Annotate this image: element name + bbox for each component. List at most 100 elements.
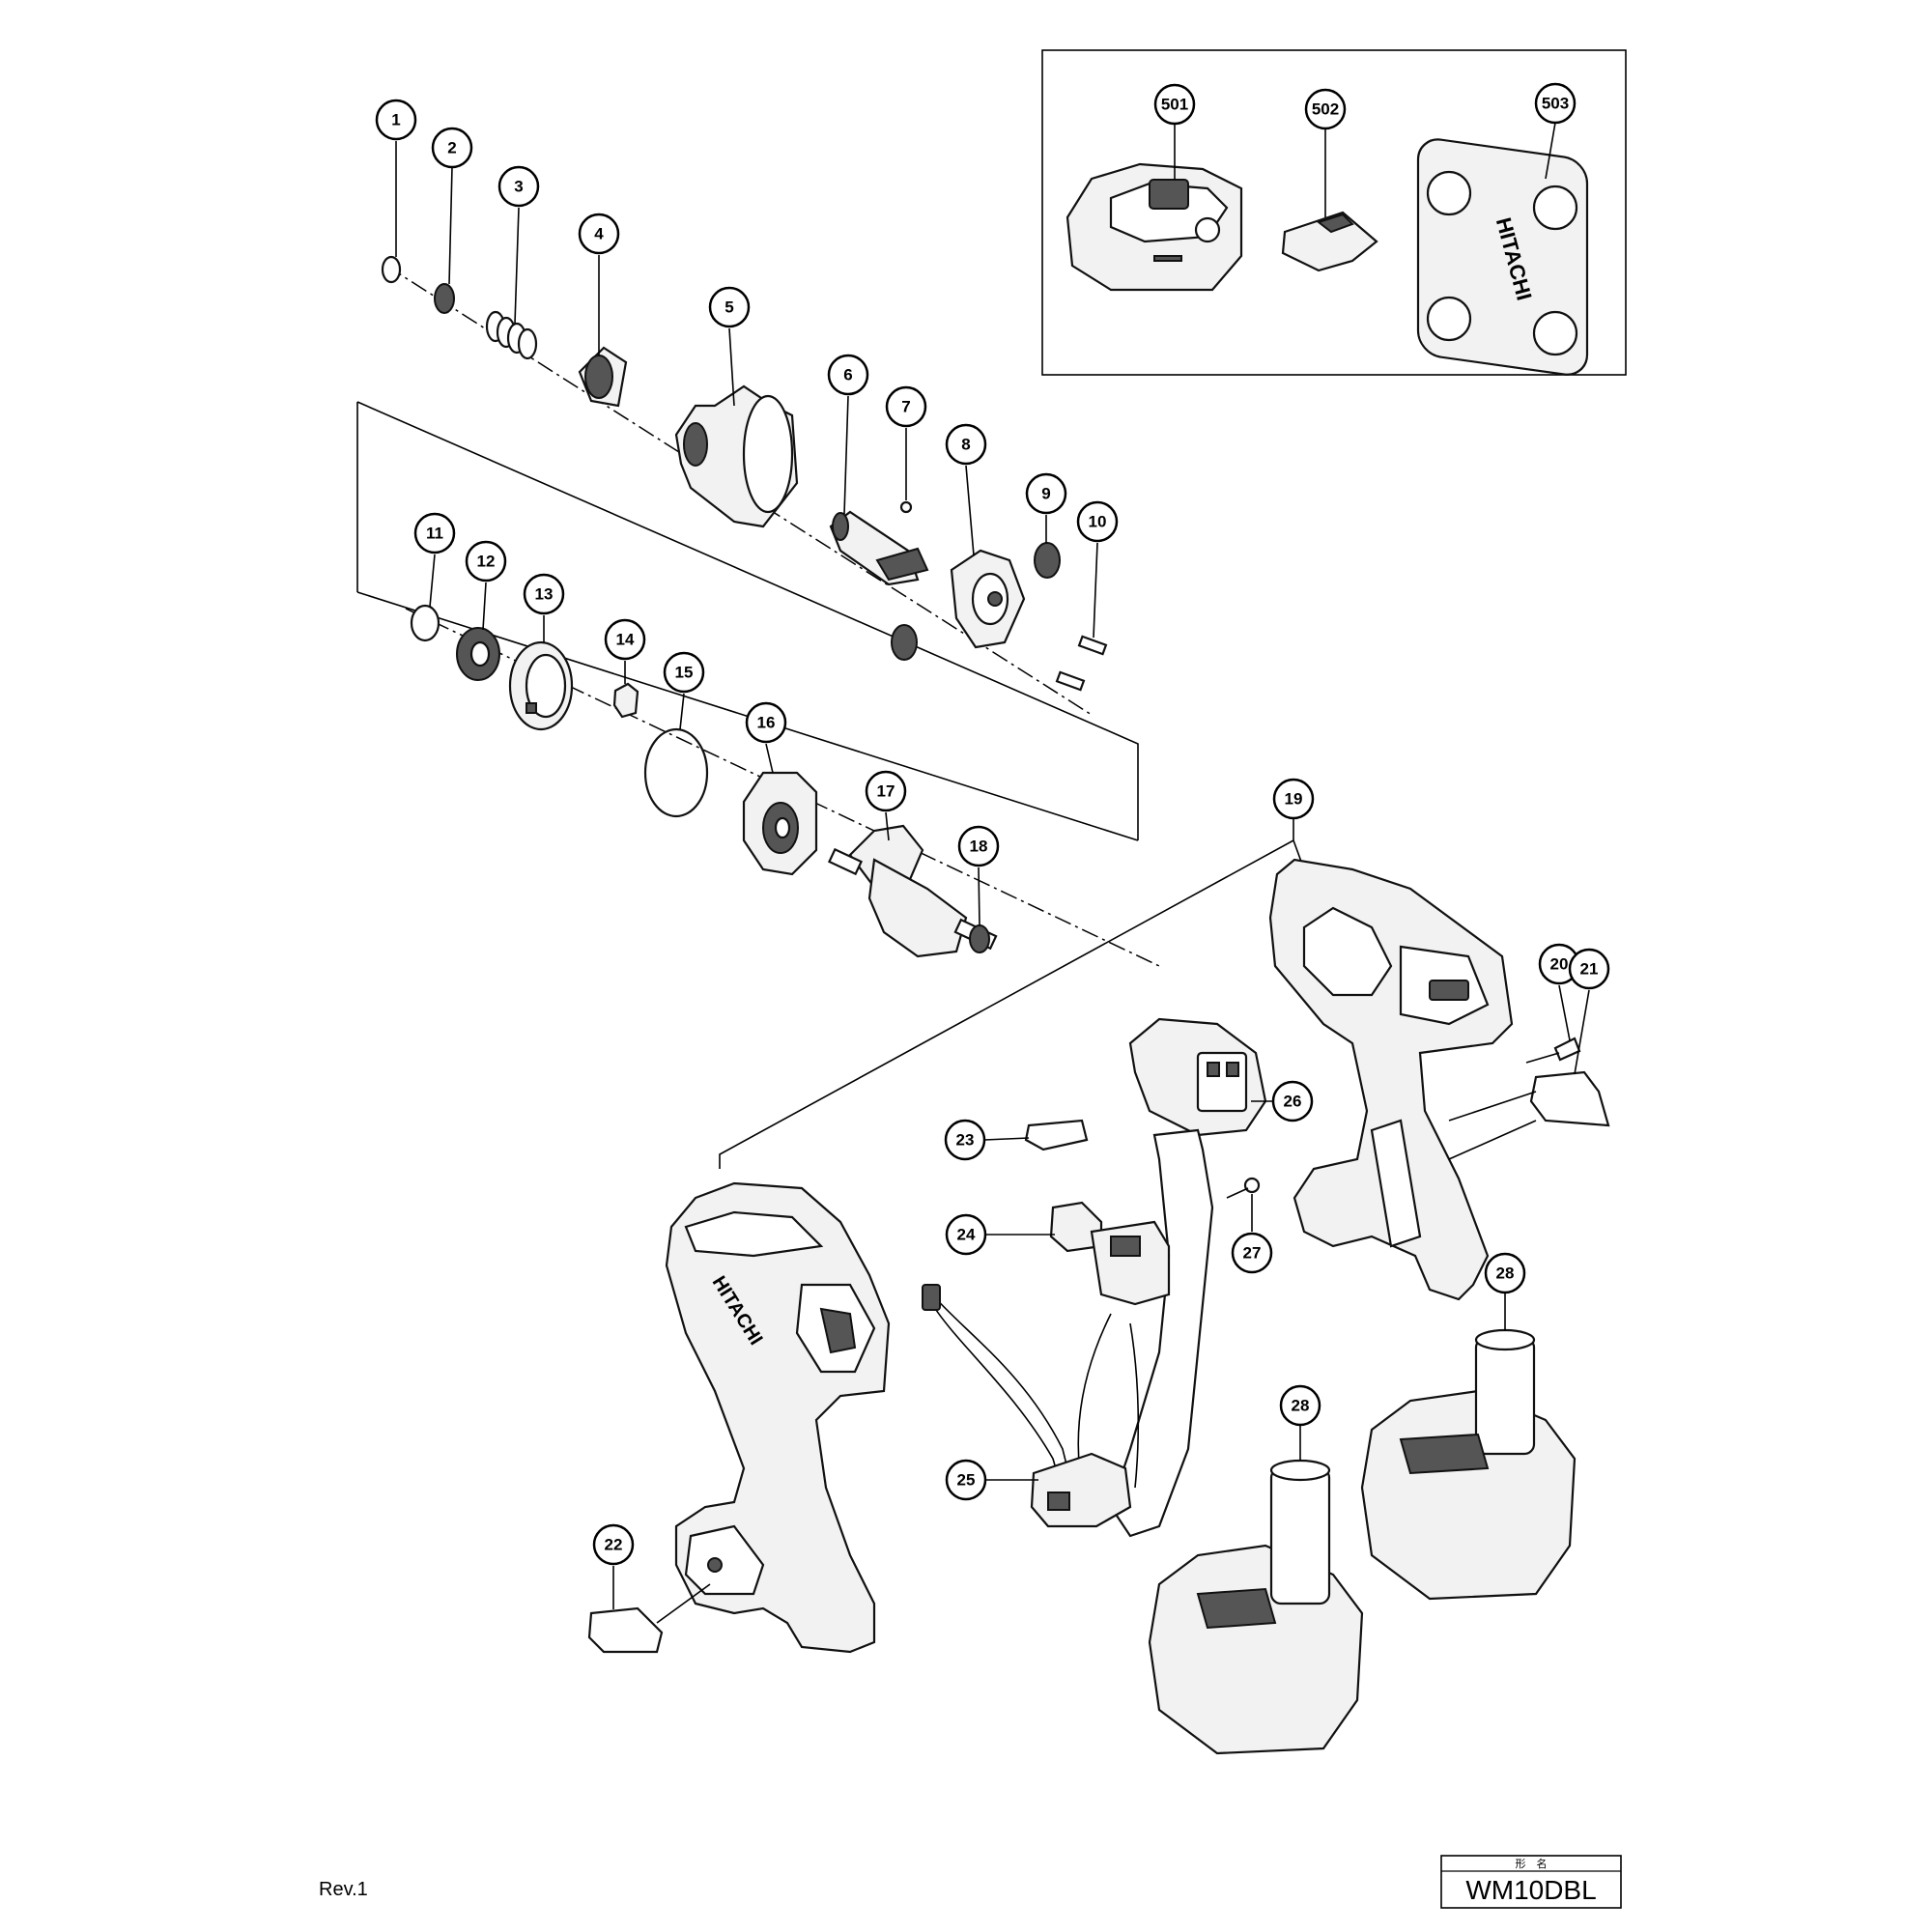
callout-17 bbox=[865, 770, 907, 812]
callout-503 bbox=[1534, 82, 1577, 125]
callout-501-label: 501 bbox=[1161, 96, 1188, 114]
ring-gear-part-13 bbox=[508, 640, 574, 731]
case-part-503: HITACHI bbox=[1416, 138, 1589, 376]
callout-22 bbox=[592, 1523, 635, 1566]
model-box: 形 名 WM10DBL bbox=[1440, 1855, 1622, 1909]
callout-14-label: 14 bbox=[616, 631, 635, 649]
washer-part-11 bbox=[410, 604, 440, 642]
callout-14 bbox=[604, 618, 646, 661]
block-part-14 bbox=[612, 682, 639, 719]
control-board-part-25 bbox=[1030, 1452, 1132, 1528]
callout-23-label: 23 bbox=[956, 1131, 975, 1150]
battery-part-28-right bbox=[1360, 1328, 1577, 1601]
callout-16 bbox=[745, 701, 787, 744]
callout-6-label: 6 bbox=[843, 366, 852, 384]
callout-8 bbox=[945, 423, 987, 466]
gear-group-box bbox=[356, 401, 1139, 840]
sleeve-part-4 bbox=[578, 346, 628, 408]
stator-part-26 bbox=[1128, 1017, 1267, 1137]
callout-26 bbox=[1271, 1080, 1314, 1122]
callout-18 bbox=[957, 825, 1000, 867]
callout-501 bbox=[1153, 83, 1196, 126]
callout-2 bbox=[431, 127, 473, 169]
callout-3-label: 3 bbox=[514, 178, 523, 196]
callout-22-label: 22 bbox=[605, 1536, 623, 1554]
callout-13 bbox=[523, 573, 565, 615]
callout-4-label: 4 bbox=[594, 225, 604, 243]
callout-3 bbox=[497, 165, 540, 208]
planet-gear-part-9a bbox=[1034, 542, 1061, 579]
battery-part-28-left bbox=[1148, 1459, 1364, 1755]
callout-11 bbox=[413, 512, 456, 554]
planet-gear-part-9b bbox=[891, 624, 918, 661]
wire-harness bbox=[931, 1293, 1140, 1493]
callout-17-label: 17 bbox=[877, 782, 895, 801]
label-part-21 bbox=[1529, 1070, 1610, 1127]
callout-1-label: 1 bbox=[391, 111, 400, 129]
label-21-leaders bbox=[1448, 1091, 1537, 1160]
lever-part-23 bbox=[1024, 1119, 1089, 1151]
spring-part-3 bbox=[485, 310, 538, 360]
accessory-frame bbox=[1041, 49, 1627, 376]
bearing-part-18 bbox=[969, 924, 990, 953]
callout-2-label: 2 bbox=[447, 139, 456, 157]
callout-10-label: 10 bbox=[1089, 513, 1107, 531]
callout-28-right bbox=[1484, 1252, 1526, 1294]
callout-23 bbox=[944, 1119, 986, 1161]
callout-12-label: 12 bbox=[477, 553, 496, 571]
model-header: 形 名 bbox=[1516, 1857, 1548, 1870]
callout-4 bbox=[578, 213, 620, 255]
callout-1 bbox=[375, 99, 417, 141]
callout-12 bbox=[465, 540, 507, 582]
washer-part-2 bbox=[434, 283, 455, 314]
callout-5 bbox=[708, 286, 751, 328]
screw-part-20 bbox=[1525, 1037, 1581, 1064]
ring-part-1 bbox=[381, 255, 402, 284]
callout-24-label: 24 bbox=[957, 1226, 976, 1244]
lower-axis-line bbox=[405, 608, 1160, 967]
callout-27 bbox=[1231, 1232, 1273, 1274]
callout-19 bbox=[1272, 778, 1315, 820]
charger-part-501 bbox=[1065, 162, 1243, 292]
label-part-22 bbox=[587, 1606, 664, 1654]
gear-cover-part-5 bbox=[674, 384, 799, 528]
callout-15 bbox=[663, 651, 705, 694]
spindle-part-6 bbox=[829, 510, 929, 586]
callout-502-label: 502 bbox=[1312, 100, 1339, 119]
callout-18-label: 18 bbox=[970, 838, 988, 856]
callout-503-label: 503 bbox=[1542, 95, 1569, 113]
callout-25-label: 25 bbox=[957, 1471, 976, 1490]
model-number: WM10DBL bbox=[1465, 1875, 1596, 1905]
callout-21 bbox=[1568, 948, 1610, 990]
callout-11-label: 11 bbox=[426, 525, 443, 543]
callout-5-label: 5 bbox=[724, 298, 733, 317]
callout-15-label: 15 bbox=[675, 664, 694, 682]
callout-24 bbox=[945, 1213, 987, 1256]
clip-part-502 bbox=[1281, 211, 1378, 272]
callout-13-label: 13 bbox=[535, 585, 554, 604]
callout-502 bbox=[1304, 88, 1347, 130]
callout-28-left-label: 28 bbox=[1292, 1397, 1310, 1415]
callout-7 bbox=[885, 385, 927, 428]
housing-half-left: HITACHI bbox=[665, 1181, 891, 1654]
screw-part-27 bbox=[1226, 1177, 1261, 1199]
callout-9-label: 9 bbox=[1041, 485, 1050, 503]
carrier-part-8 bbox=[950, 549, 1026, 649]
callout-27-label: 27 bbox=[1243, 1244, 1262, 1263]
pin-part-10b bbox=[1055, 670, 1086, 692]
callout-7-label: 7 bbox=[901, 398, 910, 416]
ball-part-7 bbox=[899, 500, 913, 514]
bearing-housing-part-16 bbox=[742, 771, 818, 876]
callout-16-label: 16 bbox=[757, 714, 776, 732]
callout-28-left bbox=[1279, 1384, 1321, 1427]
callout-9 bbox=[1025, 472, 1067, 515]
revision-label: Rev.1 bbox=[319, 1879, 368, 1900]
callout-19-label: 19 bbox=[1285, 790, 1303, 809]
switch-part-24 bbox=[1049, 1201, 1171, 1306]
connector bbox=[922, 1284, 941, 1311]
pin-part-10a bbox=[1077, 635, 1108, 656]
wiring-frame bbox=[1109, 1128, 1214, 1538]
callout-26-label: 26 bbox=[1284, 1093, 1302, 1111]
callout-10 bbox=[1076, 500, 1119, 543]
